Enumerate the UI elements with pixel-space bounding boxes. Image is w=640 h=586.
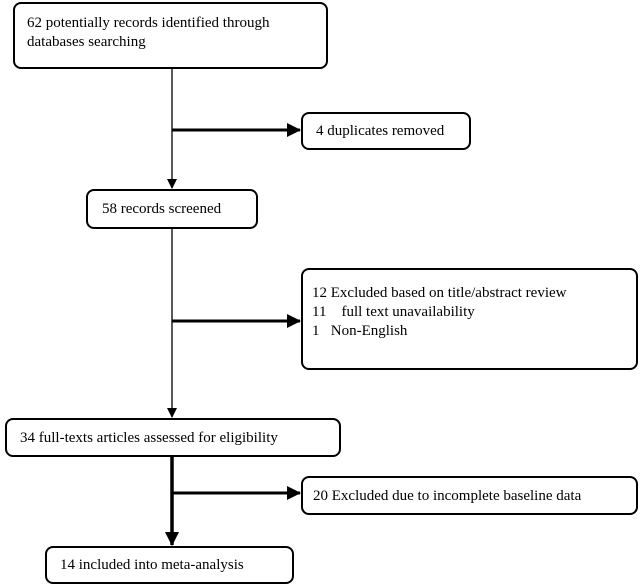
duplicates-removed-text: 4 duplicates removed: [316, 123, 445, 139]
included-meta-analysis-box: 14 included into meta-analysis: [45, 546, 294, 584]
records-screened-box: 58 records screened: [86, 189, 258, 229]
included-meta-analysis-text: 14 included into meta-analysis: [60, 557, 244, 573]
records-screened-text: 58 records screened: [102, 201, 222, 217]
excluded-title-abstract-line-1: 12 Excluded based on title/abstract revi…: [312, 285, 567, 301]
duplicates-removed-box: 4 duplicates removed: [301, 112, 471, 150]
excluded-baseline-text: 20 Excluded due to incomplete baseline d…: [313, 488, 582, 504]
records-identified-box: 62 potentially records identified throug…: [13, 2, 328, 69]
full-texts-assessed-box: 34 full-texts articles assessed for elig…: [5, 418, 341, 457]
excluded-baseline-box: 20 Excluded due to incomplete baseline d…: [301, 476, 638, 515]
excluded-title-abstract-line-2: 11 full text unavailability: [312, 304, 475, 320]
full-texts-assessed-text: 34 full-texts articles assessed for elig…: [20, 430, 278, 446]
records-identified-line-2: databases searching: [27, 34, 146, 50]
excluded-title-abstract-box: 12 Excluded based on title/abstract revi…: [301, 268, 638, 370]
records-identified-line-1: 62 potentially records identified throug…: [27, 15, 270, 31]
excluded-title-abstract-line-3: 1 Non-English: [312, 323, 408, 339]
